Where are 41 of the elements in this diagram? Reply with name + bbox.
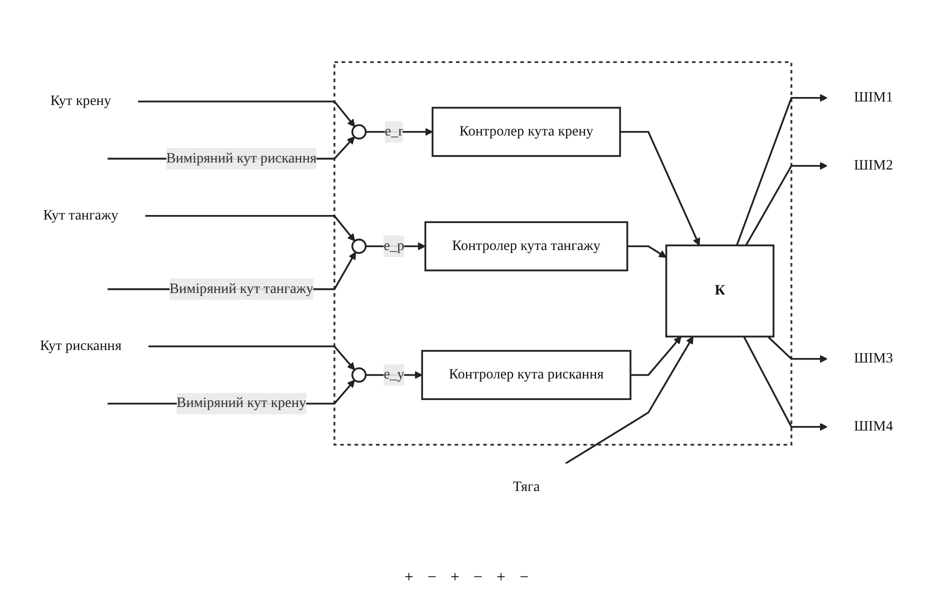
sign-label: + bbox=[404, 569, 414, 587]
edge-label: Виміряний кут рискання bbox=[166, 150, 317, 166]
node-box: Контролер кута тангажу bbox=[424, 220, 628, 271]
edge-label: e_p bbox=[384, 238, 404, 253]
node-text: ШІМ1 bbox=[854, 89, 894, 105]
arrow bbox=[630, 336, 682, 376]
edge-label: Виміряний кут крену bbox=[176, 395, 306, 410]
sign-label: + bbox=[450, 569, 460, 587]
edge-label: e_r bbox=[384, 123, 404, 139]
arrow bbox=[565, 336, 694, 464]
arrow bbox=[620, 130, 700, 246]
sign-label: − bbox=[520, 569, 529, 587]
node-text: Кут тангажу bbox=[43, 207, 118, 223]
node-box: Контролер кута рискання bbox=[421, 350, 632, 400]
arrow bbox=[743, 336, 828, 430]
arrow bbox=[366, 127, 433, 136]
sign-label: + bbox=[496, 569, 506, 587]
sign-label: − bbox=[474, 569, 483, 587]
node-text: Кут рискання bbox=[40, 338, 122, 354]
node-circle bbox=[351, 124, 367, 140]
arrow bbox=[138, 100, 356, 127]
node-text: Кут крену bbox=[50, 92, 112, 108]
arrow bbox=[148, 345, 355, 370]
node-circle bbox=[351, 238, 367, 254]
cluster bbox=[334, 60, 792, 446]
node-text: ШІМ4 bbox=[854, 418, 894, 434]
sign-label: − bbox=[427, 569, 436, 587]
arrow bbox=[736, 94, 828, 246]
node-text: Тяга bbox=[512, 479, 540, 494]
arrow bbox=[767, 335, 828, 362]
node-box: К bbox=[665, 244, 774, 337]
arrow bbox=[366, 242, 426, 250]
arrow bbox=[145, 214, 356, 241]
arrow bbox=[627, 244, 667, 258]
node-box: Контролер кута крену bbox=[432, 106, 621, 156]
node-text: ШІМ3 bbox=[854, 350, 894, 366]
edge-label: Виміряний кут тангажу bbox=[169, 280, 314, 296]
arrow bbox=[745, 161, 828, 246]
node-text: ШІМ2 bbox=[854, 157, 894, 173]
node-circle bbox=[351, 366, 367, 382]
edge-label: e_y bbox=[384, 366, 404, 382]
